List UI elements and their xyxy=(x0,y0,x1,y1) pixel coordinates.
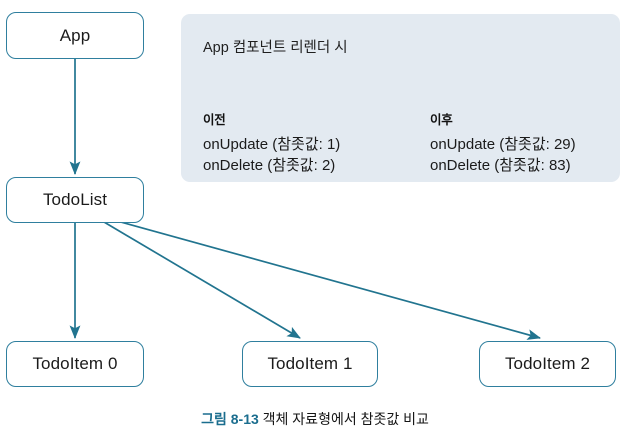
before-heading: 이전 xyxy=(203,113,226,127)
node-todoitem-1-label: TodoItem 1 xyxy=(267,354,353,373)
after-heading: 이후 xyxy=(430,113,453,127)
before-line-1: onUpdate (참좃값: 1) xyxy=(203,136,341,153)
node-todolist-label: TodoList xyxy=(42,190,108,209)
connector-todolist-to-item2 xyxy=(109,218,541,340)
node-todoitem-2[interactable]: TodoItem 2 xyxy=(479,341,616,387)
node-todoitem-2-label: TodoItem 2 xyxy=(504,354,591,373)
node-todoitem-1[interactable]: TodoItem 1 xyxy=(242,341,378,387)
node-todolist[interactable]: TodoList xyxy=(6,177,144,223)
info-panel-title: App 컴포넌트 리렌더 시 xyxy=(203,40,348,56)
info-panel: App 컴포넌트 리렌더 시 이전 onUpdate (참좃값: 1) onDe… xyxy=(181,14,620,182)
connector-todolist-to-item1 xyxy=(103,221,301,339)
after-line-1: onUpdate (참좃값: 29) xyxy=(430,136,576,153)
node-todoitem-0[interactable]: TodoItem 0 xyxy=(6,341,144,387)
node-app[interactable]: App xyxy=(6,12,144,59)
figure-caption-text: 객체 자료형에서 참좃값 비교 xyxy=(262,411,429,427)
before-line-2: onDelete (참좃값: 2) xyxy=(203,157,336,174)
before-column: 이전 onUpdate (참좃값: 1) onDelete (참좃값: 2) xyxy=(203,110,340,176)
node-todoitem-0-label: TodoItem 0 xyxy=(32,354,118,373)
figure-caption: 그림 8-13 객체 자료형에서 참좃값 비교 xyxy=(0,409,630,429)
node-app-label: App xyxy=(59,25,91,45)
figure-caption-label: 그림 8-13 xyxy=(201,411,259,427)
after-column: 이후 onUpdate (참좃값: 29) onDelete (참좃값: 83) xyxy=(430,110,576,176)
after-line-2: onDelete (참좃값: 83) xyxy=(430,157,571,174)
